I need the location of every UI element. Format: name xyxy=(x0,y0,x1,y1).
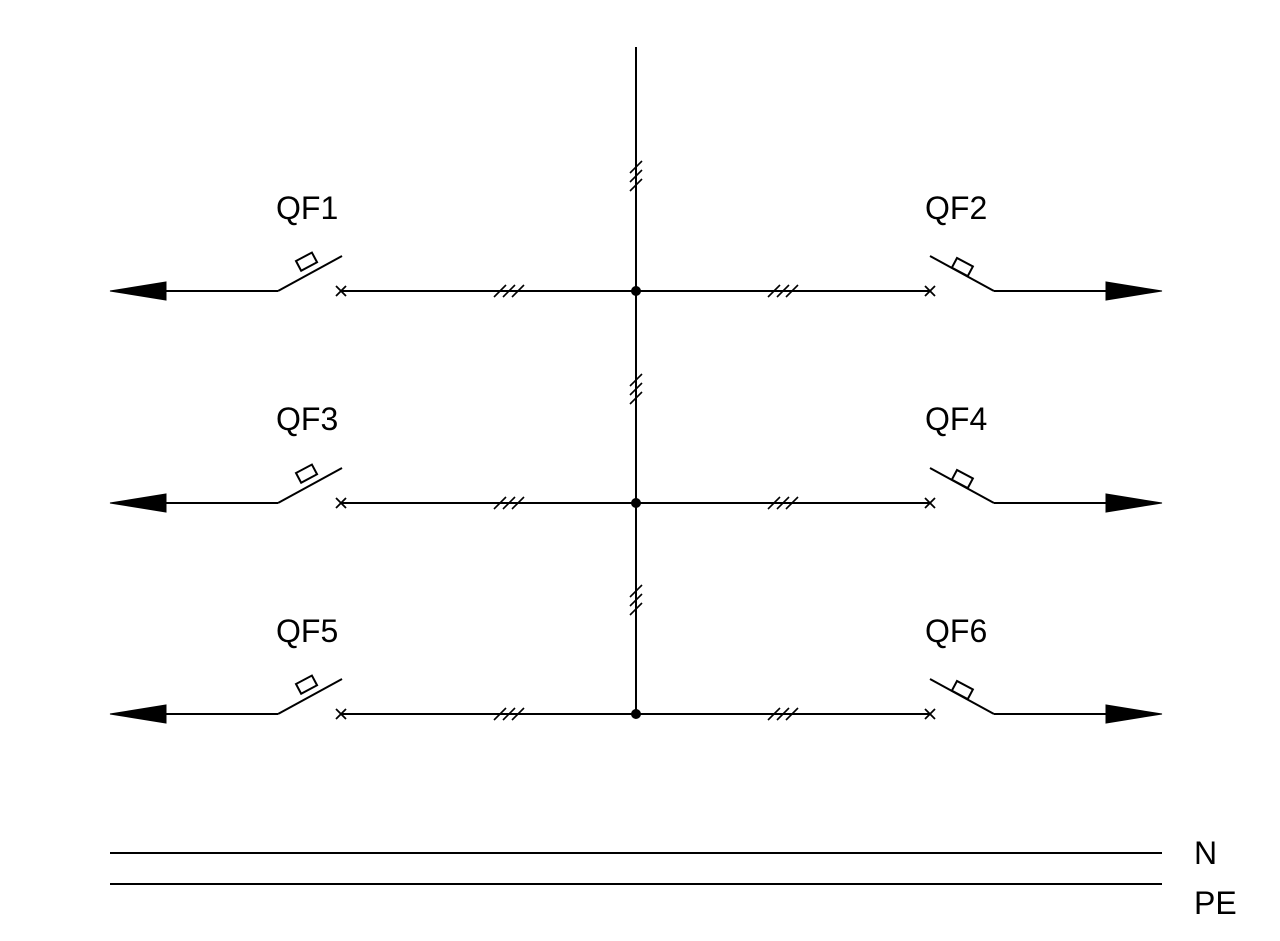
label-qf6: QF6 xyxy=(925,613,987,649)
phase-marks xyxy=(493,284,525,298)
breaker-cross xyxy=(924,708,936,720)
breaker-cross xyxy=(924,497,936,509)
outgoing-arrow-right xyxy=(1105,281,1163,301)
label-qf5: QF5 xyxy=(276,613,338,649)
breaker-latch xyxy=(950,256,975,278)
feeder-qf6 xyxy=(636,678,1163,724)
feeder-row-3 xyxy=(109,674,1163,724)
outgoing-arrow-right xyxy=(1105,493,1163,513)
label-pe: PE xyxy=(1194,885,1237,921)
busbar-phase-marks-3 xyxy=(629,584,643,616)
feeder-row-2 xyxy=(109,463,1163,513)
feeder-qf4 xyxy=(636,467,1163,513)
breaker-latch xyxy=(950,679,975,701)
outgoing-arrow-left xyxy=(109,493,167,513)
label-qf2: QF2 xyxy=(925,190,987,226)
label-qf3: QF3 xyxy=(276,401,338,437)
breaker-cross xyxy=(924,285,936,297)
breaker-latch xyxy=(294,463,319,485)
feeder-row-1 xyxy=(109,251,1163,301)
phase-marks xyxy=(767,284,799,298)
busbar-phase-marks-2 xyxy=(629,373,643,405)
outgoing-arrow-left xyxy=(109,281,167,301)
breaker-blade xyxy=(277,255,343,292)
phase-marks xyxy=(493,496,525,510)
phase-marks xyxy=(767,707,799,721)
phase-marks xyxy=(493,707,525,721)
breaker-blade xyxy=(277,678,343,715)
feeder-qf5 xyxy=(109,674,636,724)
feeder-qf3 xyxy=(109,463,636,513)
breaker-blade xyxy=(277,467,343,504)
breaker-latch xyxy=(950,468,975,490)
feeder-qf1 xyxy=(109,251,636,301)
busbar-phase-marks-1 xyxy=(629,160,643,192)
label-qf4: QF4 xyxy=(925,401,987,437)
breaker-latch xyxy=(294,674,319,696)
phase-marks xyxy=(767,496,799,510)
breaker-latch xyxy=(294,251,319,273)
outgoing-arrow-left xyxy=(109,704,167,724)
outgoing-arrow-right xyxy=(1105,704,1163,724)
label-neutral: N xyxy=(1194,835,1217,871)
feeder-qf2 xyxy=(636,255,1163,301)
label-qf1: QF1 xyxy=(276,190,338,226)
